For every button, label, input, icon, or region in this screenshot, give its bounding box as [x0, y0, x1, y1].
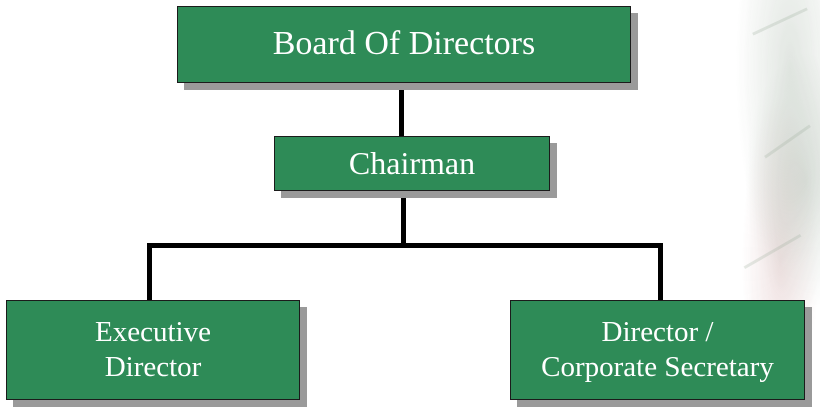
board-of-directors-label: Board Of Directors: [272, 25, 536, 63]
connector-horizontal-branch: [147, 243, 663, 248]
connector-chairman-branch: [401, 191, 406, 246]
director-label-line1: Director /: [601, 316, 714, 349]
director-corporate-secretary-box: Director / Corporate Secretary: [510, 300, 805, 400]
decor-stripe: [752, 7, 808, 36]
executive-director-box: Executive Director: [6, 300, 300, 400]
executive-director-label-line1: Executive: [95, 316, 211, 349]
decor-stripe: [764, 124, 811, 159]
currency-background-image: [720, 0, 820, 330]
connector-branch-executive: [147, 243, 152, 301]
chairman-label: Chairman: [348, 145, 476, 182]
executive-director-label-line2: Director: [104, 351, 202, 383]
chairman-box: Chairman: [274, 136, 550, 191]
decor-stripe: [743, 233, 802, 270]
board-of-directors-box: Board Of Directors: [177, 6, 631, 83]
connector-branch-secretary: [658, 243, 663, 301]
connector-board-chairman: [399, 88, 404, 136]
corporate-secretary-label-line2: Corporate Secretary: [541, 351, 774, 383]
